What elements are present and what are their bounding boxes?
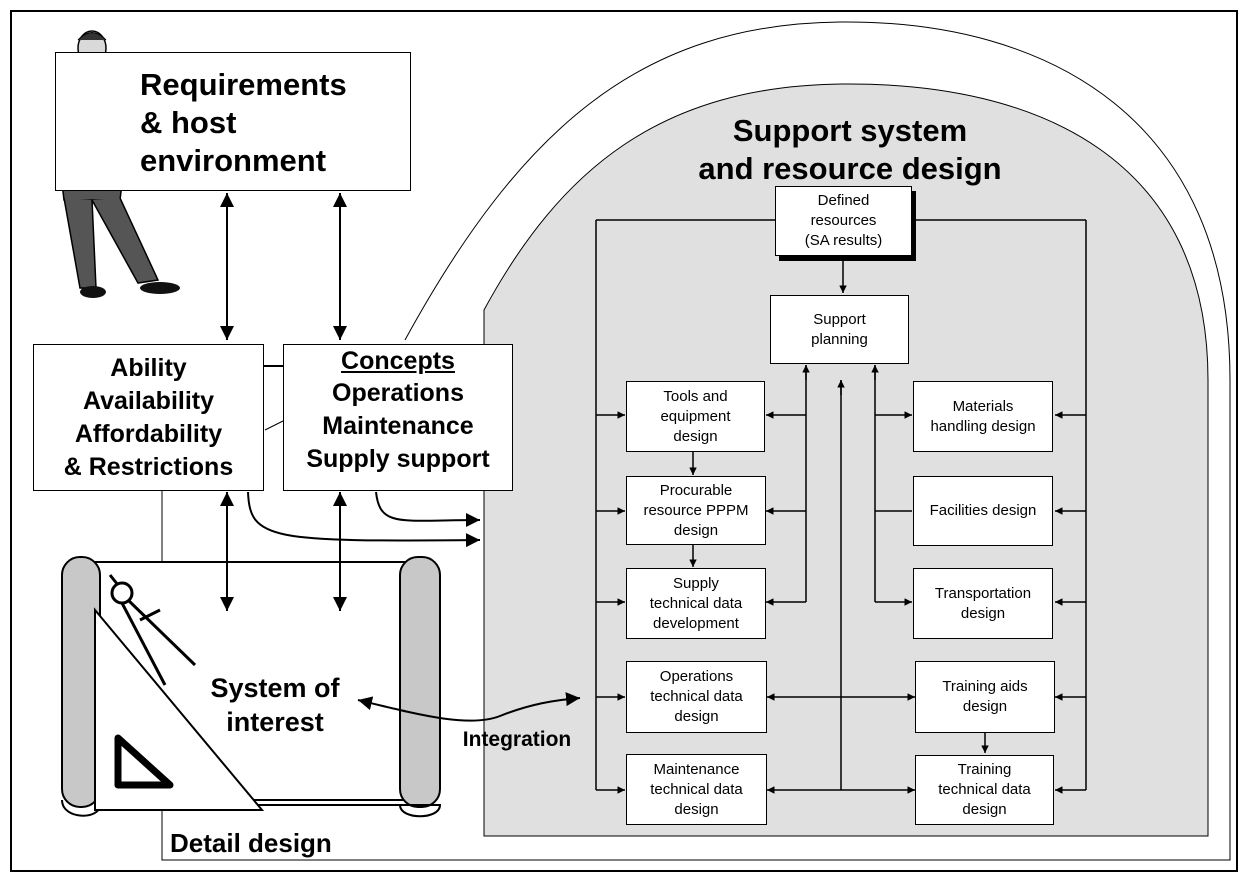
procurable-resource-box: Procurable resource PPPM design xyxy=(626,476,766,545)
support-region-shape xyxy=(483,83,1209,837)
diagram-frame xyxy=(10,10,1238,872)
support-region-title: Support system and resource design xyxy=(698,113,1002,186)
ability-title: Ability Availability Affordability & Res… xyxy=(63,353,234,481)
defined-resources-box: Defined resources (SA results) xyxy=(775,186,912,256)
concepts-lines: Operations Maintenance Supply support xyxy=(306,379,490,473)
facilities-box: Facilities design xyxy=(913,476,1053,546)
integration-label: Integration xyxy=(462,728,572,751)
ability-box xyxy=(33,344,264,491)
requirements-title: Requirements & host environment xyxy=(140,67,347,178)
concepts-heading: Concepts xyxy=(341,347,455,375)
training-technical-box: Training technical data design xyxy=(915,755,1054,825)
network-lines xyxy=(595,219,1087,794)
maintenance-technical-box: Maintenance technical data design xyxy=(626,754,767,825)
materials-handling-box: Materials handling design xyxy=(913,381,1053,452)
connector-line xyxy=(264,419,286,431)
concepts-content: Concepts Operations Maintenance Supply s… xyxy=(283,346,513,476)
tools-equipment-box: Tools and equipment design xyxy=(626,381,765,452)
operations-technical-box: Operations technical data design xyxy=(626,661,767,733)
detail-design-label: Detail design xyxy=(170,827,332,858)
set-square-icon xyxy=(94,607,265,811)
system-of-interest-title: System of interest xyxy=(210,673,340,737)
transportation-box: Transportation design xyxy=(913,568,1053,639)
requirements-box xyxy=(55,52,411,191)
support-planning-box: Support planning xyxy=(770,295,909,364)
concepts-box xyxy=(283,344,513,491)
supply-technical-box: Supply technical data development xyxy=(626,568,766,639)
drafting-compass-icon xyxy=(108,574,197,686)
detail-design-boundary xyxy=(161,21,1231,861)
training-aids-box: Training aids design xyxy=(915,661,1055,733)
